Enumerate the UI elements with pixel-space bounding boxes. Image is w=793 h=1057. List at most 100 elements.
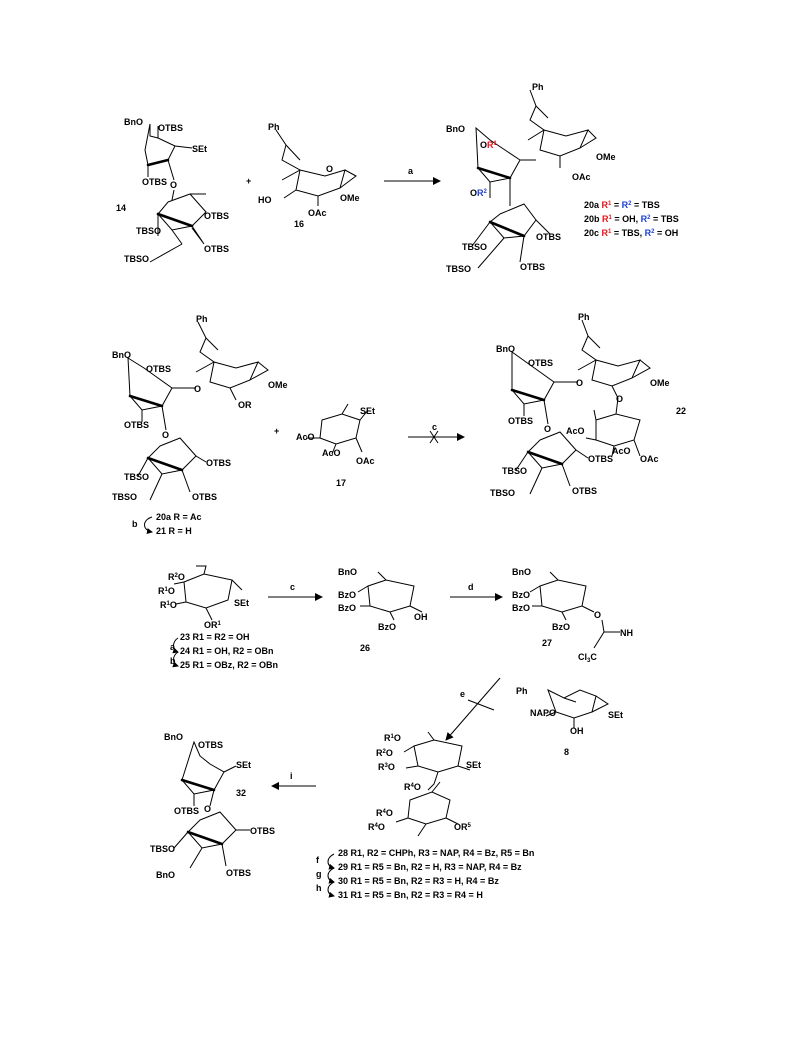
label-ph: Ph: [268, 122, 280, 132]
step-b: b: [170, 656, 176, 666]
label-otbs: OTBS: [250, 826, 275, 836]
curved-arrow: [327, 853, 335, 870]
label-bzo: BzO: [512, 603, 530, 613]
definition-28: 28 R1, R2 = CHPh, R3 = NAP, R4 = Bz, R5 …: [338, 848, 534, 858]
scheme-1: BnO OTBS SEt OTBS O OTBS TBSO TBSO OTBS …: [116, 82, 679, 274]
definition-20a: 20a R = Ac: [156, 512, 201, 522]
label-ph: Ph: [196, 314, 208, 324]
compound-8: 8: [564, 747, 569, 757]
label-r4o: R4O: [376, 808, 393, 818]
label-otbs: OTBS: [142, 177, 167, 187]
label-tbso: TBSO: [502, 466, 527, 476]
step-e: e: [460, 689, 465, 699]
plus-sign: +: [274, 426, 279, 436]
label-tbso: TBSO: [150, 844, 175, 854]
definition-21: 21 R = H: [156, 526, 192, 536]
label-otbs: OTBS: [206, 458, 231, 468]
label-r2o: R2O: [168, 572, 185, 582]
scheme-2: Ph BnO OTBS O OMe OR OTBS O OTBS TBSO TB…: [112, 312, 686, 536]
label-otbs: OTBS: [528, 358, 553, 368]
label-otbs: OTBS: [508, 416, 533, 426]
label-o: O: [170, 180, 177, 190]
label-bzo: BzO: [378, 622, 396, 632]
label-oac: OAc: [356, 456, 375, 466]
label-ome: OMe: [340, 193, 360, 203]
label-set: SEt: [234, 598, 249, 608]
label-o: O: [194, 384, 201, 394]
label-set: SEt: [360, 406, 375, 416]
label-ph: Ph: [532, 82, 544, 92]
compound-16: 16: [294, 219, 304, 229]
label-tbso: TBSO: [490, 488, 515, 498]
label-otbs: OTBS: [226, 868, 251, 878]
label-set: SEt: [608, 710, 623, 720]
label-tbso: TBSO: [136, 226, 161, 236]
definition-20c: 20c R1 = TBS, R2 = OH: [584, 228, 678, 238]
label-r4o: R4O: [404, 782, 421, 792]
label-oac: OAc: [640, 454, 659, 464]
label-or2: OR2: [470, 188, 488, 198]
compound-14: 14: [116, 203, 126, 213]
step-a: a: [170, 642, 176, 652]
structure-27: BnO BzO BzO BzO O NH Cl3C 27: [512, 567, 633, 664]
step-b: b: [132, 519, 138, 529]
label-tbso: TBSO: [124, 472, 149, 482]
label-o: O: [204, 804, 211, 814]
label-oac: OAc: [308, 208, 327, 218]
label-or: OR: [238, 400, 252, 410]
label-napo: NAPO: [530, 708, 556, 718]
label-bno: BnO: [512, 567, 531, 577]
label-ome: OMe: [596, 152, 616, 162]
structure-16: Ph O HO OAc OMe 16: [258, 122, 360, 229]
definition-24: 24 R1 = OH, R2 = OBn: [180, 646, 274, 656]
label-otbs: OTBS: [124, 420, 149, 430]
label-tbso: TBSO: [446, 264, 471, 274]
definition-20b: 20b R1 = OH, R2 = TBS: [584, 214, 679, 224]
step-c: c: [290, 582, 295, 592]
structure-23-25: R2O R1O R1O SEt OR1 23 R1 = R2 = OH 24 R…: [158, 565, 278, 670]
step-h: h: [316, 883, 322, 893]
label-otbs: OTBS: [204, 211, 229, 221]
label-bno: BnO: [164, 732, 183, 742]
structure-20: Ph BnO OR1 OR2 OMe OAc OTBS TBSO TBSO OT…: [446, 82, 679, 274]
label-bno: BnO: [496, 344, 515, 354]
label-bzo: BzO: [552, 622, 570, 632]
label-o: O: [576, 378, 583, 388]
label-oac: OAc: [572, 172, 591, 182]
scheme-3: R2O R1O R1O SEt OR1 23 R1 = R2 = OH 24 R…: [150, 565, 633, 900]
curved-arrow: [172, 637, 179, 654]
label-ph: Ph: [578, 312, 590, 322]
label-r4o: R4O: [368, 822, 385, 832]
label-ome: OMe: [650, 378, 670, 388]
label-bno: BnO: [156, 870, 175, 880]
definition-30: 30 R1 = R5 = Bn, R2 = R3 = H, R4 = Bz: [338, 876, 499, 886]
label-bno: BnO: [124, 117, 143, 127]
label-otbs: OTBS: [174, 806, 199, 816]
step-f: f: [316, 855, 320, 865]
label-bno: BnO: [446, 124, 465, 134]
label-r1o: R1O: [158, 586, 175, 596]
step-d: d: [468, 582, 474, 592]
label-aco: AcO: [322, 448, 341, 458]
label-cl3c: Cl3C: [578, 652, 597, 664]
curved-arrow: [327, 881, 335, 898]
label-otbs: OTBS: [198, 740, 223, 750]
label-tbso: TBSO: [112, 492, 137, 502]
structure-32: BnO OTBS SEt OTBS O 32 OTBS TBSO BnO OTB…: [150, 732, 275, 880]
label-oh: OH: [414, 612, 428, 622]
label-o: O: [162, 430, 169, 440]
label-otbs: OTBS: [572, 486, 597, 496]
label-o: O: [326, 164, 333, 174]
label-aco: AcO: [566, 426, 585, 436]
label-ph: Ph: [516, 686, 528, 696]
definition-25: 25 R1 = OBz, R2 = OBn: [180, 660, 278, 670]
step-g: g: [316, 869, 322, 879]
label-ho: HO: [258, 195, 272, 205]
definition-29: 29 R1 = R5 = Bn, R2 = H, R3 = NAP, R4 = …: [338, 862, 522, 872]
definition-23: 23 R1 = R2 = OH: [180, 632, 250, 642]
label-or1: OR1: [204, 620, 222, 630]
definition-20a: 20a R1 = R2 = TBS: [584, 200, 660, 210]
label-otbs: OTBS: [146, 364, 171, 374]
structure-28-31: R1O R2O R3O SEt R4O R4O R4O OR5 28 R1, R…: [316, 731, 534, 900]
